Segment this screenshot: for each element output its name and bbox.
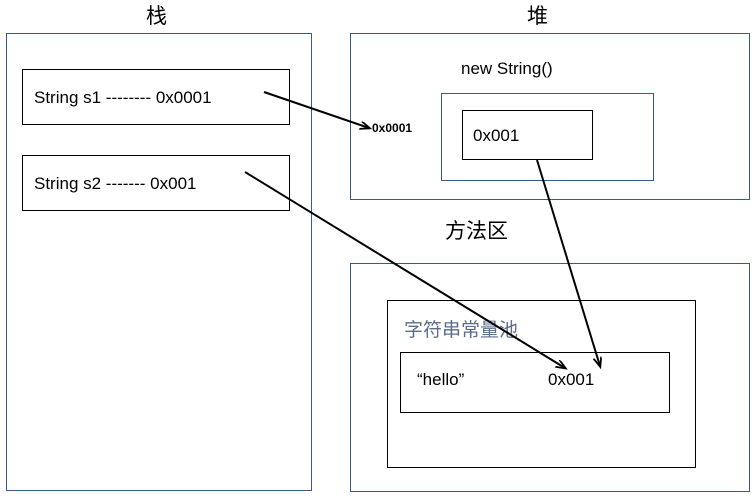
heap-object-value-label: 0x001 [473,126,520,145]
heap-region-title: 堆 [527,4,548,28]
string-constant-pool-label: 字符串常量池 [404,320,519,341]
stack-frame-s1-label: String s1 -------- 0x0001 [34,88,212,107]
stack-frame-s2-label: String s2 ------- 0x001 [34,174,197,193]
stack-region-title: 栈 [146,4,167,28]
heap-object-value-box[interactable] [462,110,593,160]
heap-object-label: new String() [461,59,553,78]
method-area-region-title: 方法区 [445,219,508,243]
heap-pointer-address-label: 0x0001 [372,121,413,135]
string-pool-entry-address: 0x001 [548,370,595,389]
string-pool-entry-literal: “hello” [417,370,465,389]
